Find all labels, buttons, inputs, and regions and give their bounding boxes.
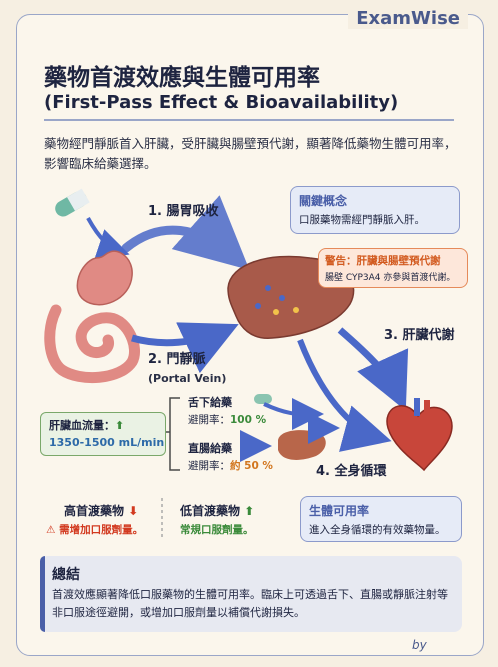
sublingual-rate-value: 100 % [230, 414, 267, 426]
rectal-rate: 避開率：約 50 % [188, 458, 273, 473]
brand-logo: ExamWise [348, 8, 468, 29]
step-portal-vein: 2. 門靜脈 [148, 352, 206, 367]
key-concept-title: 關鍵概念 [299, 194, 348, 208]
step-liver-metabolism: 3. 肝臟代謝 [384, 328, 455, 343]
low-first-pass-note: 常規口服劑量。 [180, 524, 254, 536]
liver-blood-flow-box: 肝臟血流量：⬆ 1350-1500 mL/min [40, 412, 166, 456]
capsule-icon [55, 188, 90, 217]
step-gi-absorption: 1. 腸胃吸收 [148, 204, 219, 219]
down-arrow-icon: ⬇ [128, 504, 139, 518]
blood-flow-label-row: 肝臟血流量：⬆ [49, 417, 124, 433]
summary-text: 首渡效應顯著降低口服藥物的生體可用率。臨床上可透過舌下、直腸或靜脈注射等非口服途… [52, 588, 448, 619]
high-first-pass-label: 高首渡藥物 [64, 504, 125, 518]
key-concept-text: 口服藥物需經門靜脈入肝。 [299, 214, 425, 226]
title-divider [44, 119, 454, 121]
poster-card [16, 14, 484, 656]
warning-title: 警告：肝臟與腸壁預代謝 [325, 255, 441, 267]
high-first-pass-title: 高首渡藥物 ⬇ [64, 502, 138, 519]
low-first-pass-title: 低首渡藥物 ⬆ [180, 502, 254, 519]
warning-box: 警告：肝臟與腸壁預代謝 腸壁 CYP3A4 亦參與首渡代謝。 [318, 248, 468, 288]
page-title: 藥物首渡效應與生體可用率 [44, 65, 320, 91]
warning-icon: ⚠ [46, 524, 56, 536]
step-portal-vein-en: (Portal Vein) [148, 372, 227, 385]
heart-icon [386, 405, 453, 472]
up-arrow-icon: ⬆ [115, 419, 125, 432]
intro-text: 藥物經門靜脈首入肝臟，受肝臟與腸壁預代謝，顯著降低藥物生體可用率，影響臨床給藥選… [44, 136, 457, 171]
summary-accent-bar [40, 556, 45, 632]
pill-icon [254, 394, 272, 404]
rectal-rate-label: 避開率： [188, 460, 230, 472]
sublingual-title: 舌下給藥 [188, 396, 232, 409]
key-concept-box: 關鍵概念 口服藥物需經門靜脈入肝。 [290, 186, 460, 234]
low-first-pass-label: 低首渡藥物 [180, 504, 241, 518]
blood-flow-label: 肝臟血流量： [49, 419, 115, 432]
page-subtitle: (First-Pass Effect & Bioavailability) [44, 92, 399, 113]
warning-text: 腸壁 CYP3A4 亦參與首渡代謝。 [325, 273, 456, 283]
byline: by [412, 638, 427, 652]
high-first-pass-note: ⚠ 需增加口服劑量。 [46, 522, 143, 537]
summary-title: 總結 [52, 567, 80, 583]
high-first-pass-note-text: 需增加口服劑量。 [59, 524, 144, 536]
up-arrow-icon: ⬆ [244, 504, 255, 518]
rectal-rate-value: 約 50 % [230, 460, 273, 472]
stomach-icon [76, 250, 133, 306]
bioavailability-title: 生體可用率 [309, 504, 370, 518]
sublingual-rate: 避開率：100 % [188, 412, 266, 427]
rectal-title: 直腸給藥 [188, 442, 232, 455]
step-systemic-circulation: 4. 全身循環 [316, 464, 387, 479]
blood-flow-value: 1350-1500 mL/min [49, 436, 165, 449]
sublingual-rate-label: 避開率： [188, 414, 230, 426]
summary-box: 總結 首渡效應顯著降低口服藥物的生體可用率。臨床上可透過舌下、直腸或靜脈注射等非… [40, 556, 462, 632]
intestine-icon [44, 304, 140, 384]
bioavailability-box: 生體可用率 進入全身循環的有效藥物量。 [300, 496, 462, 542]
bioavailability-text: 進入全身循環的有效藥物量。 [309, 524, 446, 536]
